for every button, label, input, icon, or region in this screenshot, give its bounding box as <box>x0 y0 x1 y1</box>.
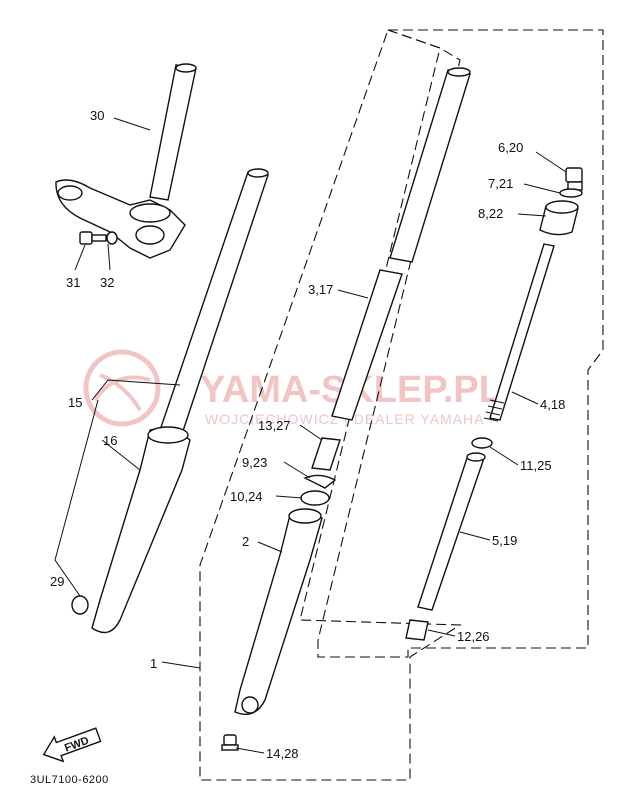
label-part-6-20: 6,20 <box>498 140 523 155</box>
part-11-25-snap-ring <box>471 437 493 449</box>
label-part-29: 29 <box>50 574 64 589</box>
label-part-8-22: 8,22 <box>478 206 503 221</box>
label-part-10-24: 10,24 <box>230 489 263 504</box>
label-part-11-25: 11,25 <box>520 458 552 473</box>
label-part-13-27: 13,27 <box>258 418 291 433</box>
label-part-9-23: 9,23 <box>242 455 267 470</box>
part-6-20-cap-bolt <box>565 167 583 191</box>
label-part-3-17: 3,17 <box>308 282 333 297</box>
part-3-17-inner-tube <box>331 67 471 421</box>
part-30-under-bracket <box>55 63 197 259</box>
assembly-boundary-inner <box>317 29 604 658</box>
fwd-arrow-icon: FWD <box>42 727 102 763</box>
label-part-7-21: 7,21 <box>488 176 513 191</box>
part-14-28-bolt <box>221 734 239 751</box>
label-part-2: 2 <box>242 534 249 549</box>
part-12-26-spindle <box>405 619 429 641</box>
part-10-24-oil-seal <box>300 490 330 506</box>
part-16-outer-slider <box>91 426 191 634</box>
diagram-code: 3UL7100-6200 <box>30 774 109 786</box>
label-part-31: 31 <box>66 275 80 290</box>
label-part-14-28: 14,28 <box>266 746 299 761</box>
label-part-4-18: 4,18 <box>540 397 565 412</box>
part-2-outer-tube-lower <box>234 508 323 715</box>
part-4-18-spring <box>483 243 555 422</box>
label-part-5-19: 5,19 <box>492 533 517 548</box>
part-32-washer <box>106 231 118 245</box>
part-7-21-o-ring <box>559 188 583 198</box>
watermark-logo-icon <box>83 349 161 427</box>
watermark-logo-swoosh-icon <box>93 373 151 412</box>
label-part-32: 32 <box>100 275 114 290</box>
fwd-arrow-label: FWD <box>63 735 91 755</box>
part-5-19-damper-rod <box>417 452 486 611</box>
part-8-22-spacer <box>539 200 579 236</box>
assembly-boundary-outer <box>199 29 462 781</box>
part-29-washer <box>71 595 89 615</box>
leader-lines <box>54 117 567 754</box>
label-part-12-26: 12,26 <box>457 629 490 644</box>
watermark: YAMA-SKLEP.PL WOJCIECHOWICZ | DEALER YAM… <box>83 349 502 427</box>
label-part-30: 30 <box>90 108 104 123</box>
label-part-1: 1 <box>150 656 157 671</box>
part-13-27-bushing <box>311 437 341 471</box>
label-part-15: 15 <box>68 395 82 410</box>
part-31-bolt <box>79 231 107 245</box>
label-part-16: 16 <box>103 433 117 448</box>
